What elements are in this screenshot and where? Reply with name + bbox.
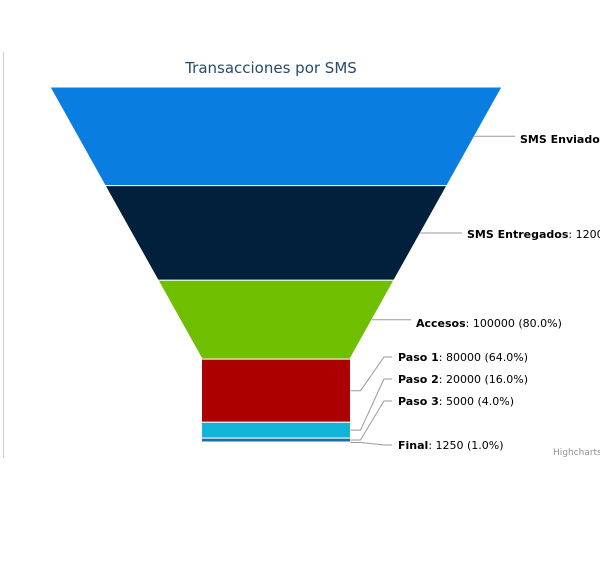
data-label-value: : 80000 (64.0%) bbox=[439, 351, 528, 364]
funnel-slice-accesos[interactable] bbox=[157, 279, 395, 360]
data-label-name: Paso 1 bbox=[398, 351, 439, 364]
connector-line bbox=[350, 442, 392, 446]
data-label-value: : 100000 (80.0%) bbox=[466, 317, 562, 330]
funnel-slice-sms-entregados[interactable] bbox=[104, 185, 448, 281]
data-label-name: Accesos bbox=[416, 317, 466, 330]
funnel-slice-paso-2[interactable] bbox=[201, 421, 351, 439]
chart-border bbox=[3, 52, 4, 458]
data-label-name: Final bbox=[398, 439, 428, 452]
data-label: SMS Entregados: 120000 (96.0%) bbox=[467, 228, 600, 241]
data-label-name: SMS Enviados bbox=[520, 133, 600, 146]
data-label: Final: 1250 (1.0%) bbox=[398, 439, 504, 452]
data-label-value: : 20000 (16.0%) bbox=[439, 373, 528, 386]
data-label-name: Paso 3 bbox=[398, 395, 439, 408]
funnel-slice-paso-3[interactable] bbox=[201, 437, 351, 443]
connector-line bbox=[350, 356, 392, 392]
chart-title: Transacciones por SMS bbox=[184, 59, 357, 77]
funnel-slice-sms-enviados[interactable] bbox=[49, 86, 503, 187]
data-label: SMS Enviados: 125000 (100.0%) bbox=[520, 133, 600, 146]
data-label-value: : 5000 (4.0%) bbox=[439, 395, 514, 408]
data-label-value: : 120000 (96.0%) bbox=[568, 228, 600, 241]
highcharts-credit[interactable]: Highcharts.com bbox=[553, 448, 600, 458]
data-label: Paso 3: 5000 (4.0%) bbox=[398, 395, 514, 408]
funnel-slice-final[interactable] bbox=[201, 441, 351, 444]
data-label-name: SMS Entregados bbox=[467, 228, 569, 241]
data-label-value: : 1250 (1.0%) bbox=[428, 439, 503, 452]
data-label-name: Paso 2 bbox=[398, 373, 439, 386]
funnel-slice-paso-1[interactable] bbox=[201, 358, 351, 423]
data-label: Accesos: 100000 (80.0%) bbox=[416, 317, 562, 330]
data-label: Paso 1: 80000 (64.0%) bbox=[398, 351, 528, 364]
data-label: Paso 2: 20000 (16.0%) bbox=[398, 373, 528, 386]
connector-line bbox=[350, 400, 392, 441]
connector-line bbox=[350, 378, 392, 431]
